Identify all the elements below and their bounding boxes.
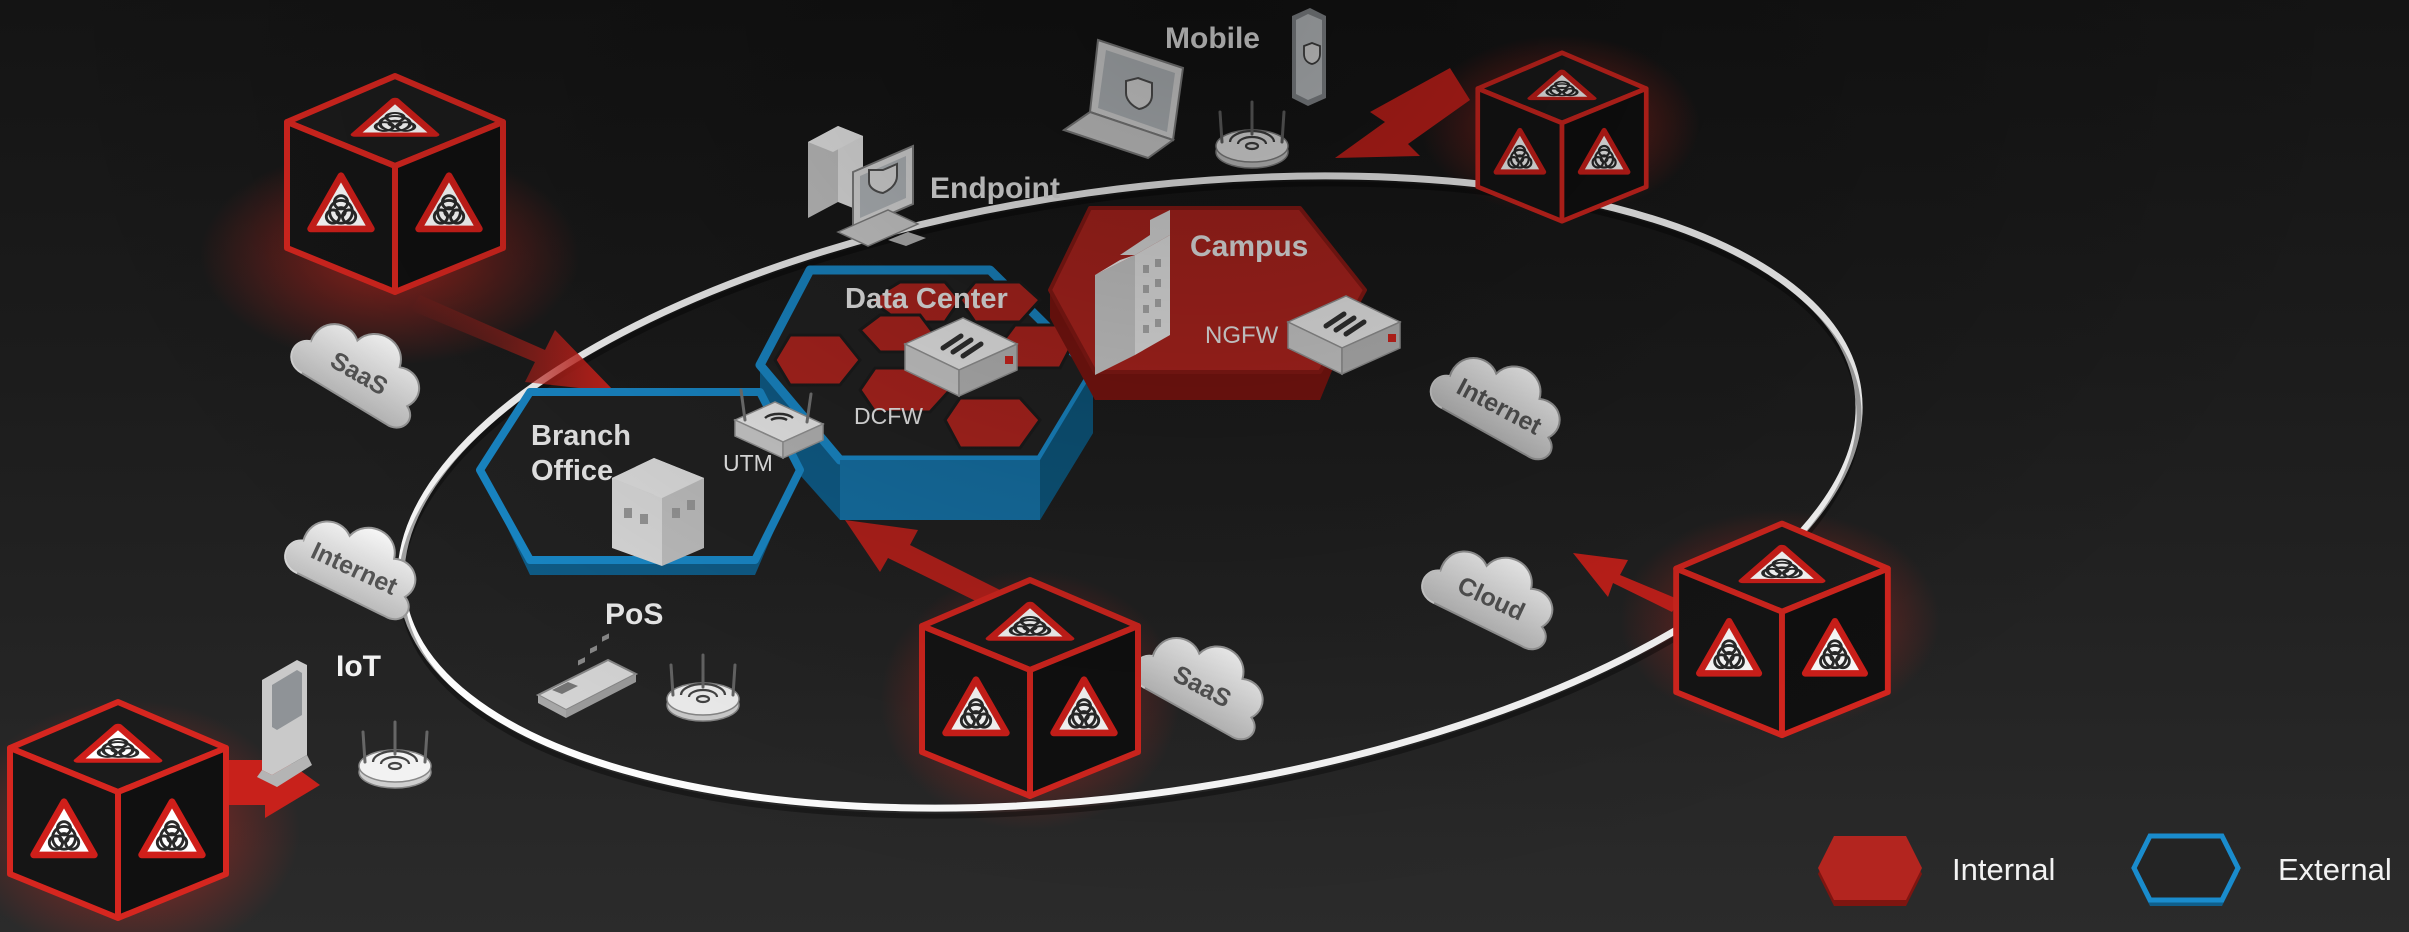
cloud-icon: SaaS (282, 298, 441, 435)
threat-cube (922, 580, 1138, 796)
endpoint-label: Endpoint (930, 172, 1060, 205)
cloud-icon: Internet (1422, 332, 1581, 466)
attack-arrow (1573, 553, 1680, 612)
dcfw-label: DCFW (854, 403, 923, 429)
attack-arrow (845, 520, 1000, 608)
legend-external-label: External (2278, 852, 2392, 887)
ngfw-label: NGFW (1205, 322, 1279, 349)
utm-label: UTM (723, 450, 773, 476)
wireless-access-point-icon (665, 653, 741, 723)
cloud-icon: SaaS (1125, 612, 1284, 746)
laptop-icon (1061, 38, 1185, 160)
branch-building-icon (612, 458, 704, 566)
iot-label: IoT (336, 650, 381, 683)
threat-cube (1676, 524, 1888, 736)
attack-arrow (1335, 68, 1470, 158)
branch-office-label-line2: Office (531, 455, 614, 487)
threat-cube (1478, 53, 1646, 221)
legend-external-swatch (2131, 833, 2241, 906)
desktop-computer-icon (808, 126, 926, 247)
wireless-access-point-icon (357, 720, 433, 790)
cloud-icon: Cloud (1414, 527, 1572, 656)
kiosk-icon (257, 660, 312, 787)
threat-cube (287, 76, 503, 292)
mobile-label: Mobile (1165, 22, 1260, 55)
branch-office-label-line1: Branch (531, 420, 631, 452)
pos-terminal-icon (535, 633, 639, 718)
utm-firewall-appliance-icon (733, 388, 825, 460)
smartphone-icon (1292, 8, 1326, 106)
attack-arrow (410, 295, 615, 392)
campus-label: Campus (1190, 230, 1309, 263)
legend-internal-swatch (1818, 836, 1922, 906)
building-icon (1095, 210, 1170, 375)
wireless-access-point-icon (1214, 100, 1290, 170)
threat-cube (10, 702, 226, 918)
legend-internal-label: Internal (1952, 852, 2056, 887)
pos-label: PoS (605, 598, 664, 631)
data-center-label: Data Center (845, 283, 1008, 315)
